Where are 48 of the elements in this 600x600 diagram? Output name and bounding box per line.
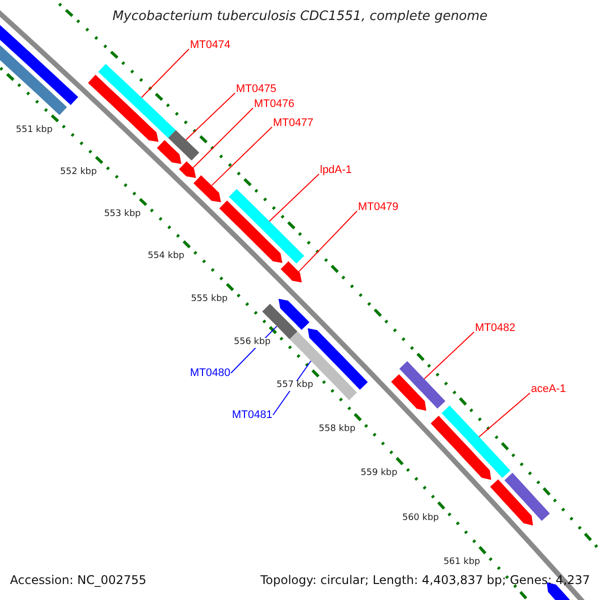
leader-line [424,332,474,380]
gene-feature [156,140,182,164]
gene-label: MT0475 [236,83,276,96]
gene-feature [228,189,304,264]
scale-label: 556 kbp [234,338,271,348]
scale-label: 554 kbp [148,252,184,262]
scale-label: 553 kbp [104,210,141,220]
leader-line [141,48,190,98]
gene-label: MT0474 [190,39,230,52]
gene-feature [430,416,492,480]
gene-feature [98,64,176,138]
gene-label: lpdA-1 [320,164,352,176]
leader-line [185,92,236,140]
gene-feature [442,406,510,478]
leader-line [211,126,272,186]
gene-feature [194,175,221,202]
scale-label: 557 kbp [276,381,314,392]
leader-line [268,174,320,222]
scale-label: 560 kbp [402,514,439,524]
gene-feature [399,361,446,409]
gene-feature [280,261,302,282]
gene-feature [178,161,196,178]
gene-label: MT0476 [254,98,294,110]
gene-label: MT0481 [232,409,272,422]
footer-text: Accession: NC_002755 [10,574,146,588]
gene-feature [278,298,310,330]
gene-feature [504,472,550,521]
scale-label: 552 kbp [60,168,97,178]
leader-line [478,392,530,438]
scale-label: 559 kbp [360,469,398,480]
gene-label: MT0482 [475,322,516,334]
gene-label: aceA-1 [531,383,566,396]
leader-line [192,108,254,168]
gene-label: MT0479 [358,201,398,214]
gene-feature [168,130,200,160]
gene-label: MT0477 [273,117,314,130]
footer-text: Topology: circular; Length: 4,403,837 bp; Genes: 4,237 [260,574,590,588]
title: Mycobacterium tuberculosis CDC1551, complete genome [111,10,489,24]
leader-line [298,210,358,272]
scale-label: 561 kbp [443,558,480,568]
gene-label: MT0480 [190,367,230,380]
scale-label: 551 kbp [16,126,53,136]
gene-feature [391,374,426,411]
gene-feature [219,200,282,263]
gene-feature [88,74,158,142]
gene-feature [490,479,533,526]
scale-label: 555 kbp [190,295,228,305]
scale-label: 558 kbp [318,425,356,435]
